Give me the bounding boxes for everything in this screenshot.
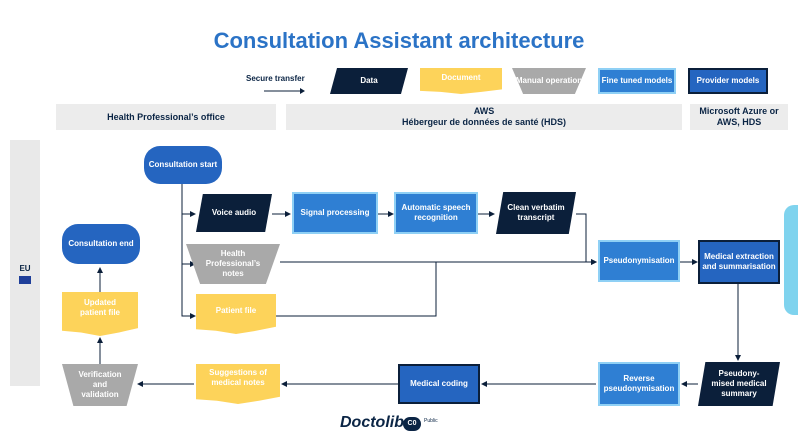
legend-data: Data [330,68,408,94]
eu-region-label: EU [19,264,31,273]
doctolib-logo: Doctolib [340,414,404,431]
column-header-aws-line2: Hébergeur de données de santé (HDS) [401,117,567,127]
legend-secure-transfer-label: Secure transfer [246,74,305,83]
node-suggestions-of-medical-notes: Suggestions of medical notes [196,364,280,404]
column-header-aws: AWS Hébergeur de données de santé (HDS) [286,104,682,130]
node-clean-verbatim-transcript: Clean verbatim transcript [496,192,576,234]
column-header-aws-line1: AWS [473,106,495,116]
node-consultation-end: Consultation end [62,224,140,264]
node-updated-patient-file: Updated patient file [62,292,138,336]
legend-fine-tuned-models: Fine tuned models [598,68,676,94]
decorative-side-stripe [784,205,798,315]
node-medical-extraction-summarisation: Medical extraction and summarisation [698,240,780,284]
legend-provider-models: Provider models [688,68,768,94]
eu-region-band [10,140,40,386]
classification-badge: C0 [403,417,421,431]
node-signal-processing: Signal processing [292,192,378,234]
node-reverse-pseudonymisation: Reverse pseudonymisation [598,362,680,406]
node-health-professional-notes: Health Professional’s notes [186,244,280,284]
column-header-azure: Microsoft Azure or AWS, HDS [690,104,788,130]
column-header-office: Health Professional’s office [56,104,276,130]
node-consultation-start: Consultation start [144,146,222,184]
legend-document: Document [420,68,502,94]
node-medical-coding: Medical coding [398,364,480,404]
node-patient-file: Patient file [196,294,276,334]
node-voice-audio: Voice audio [196,194,272,232]
legend-manual-operation: Manual operation [512,68,586,94]
eu-flag-icon [19,276,31,284]
page-title: Consultation Assistant architecture [213,28,585,53]
node-automatic-speech-recognition: Automatic speech recognition [394,192,478,234]
node-pseudonymisation: Pseudonymisation [598,240,680,282]
node-pseudonymised-medical-summary: Pseudony-mised medical summary [698,362,780,406]
classification-badge-text: Public [424,418,438,424]
node-verification-and-validation: Verification and validation [62,364,138,406]
